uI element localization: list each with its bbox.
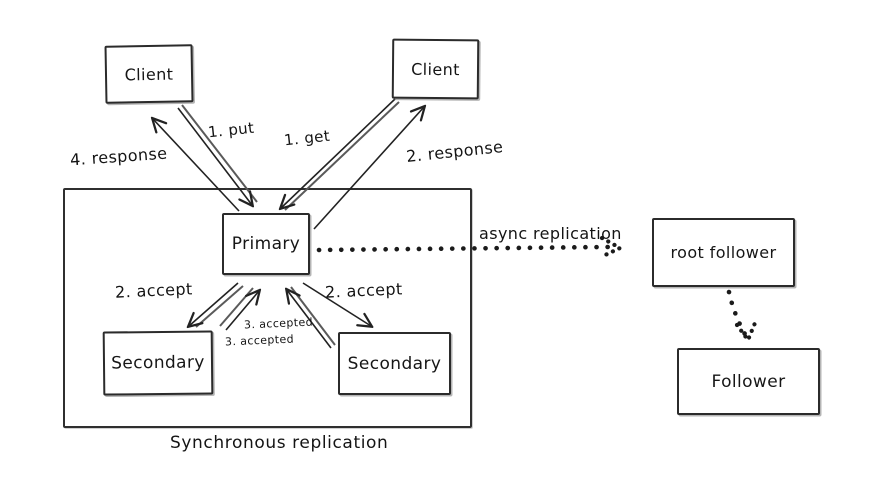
node-root-follower: root follower (652, 218, 795, 287)
edge-label-accept-left: 2. accept (114, 279, 194, 302)
node-follower: Follower (677, 348, 820, 415)
node-client-left: Client (104, 44, 194, 104)
node-secondary-left: Secondary (102, 330, 214, 396)
node-client-left-label: Client (124, 64, 174, 84)
node-primary: Primary (222, 213, 310, 275)
node-secondary-left-label: Secondary (111, 352, 205, 374)
arrow-response-right (313, 107, 424, 230)
arrow-put (177, 104, 258, 205)
node-secondary-right: Secondary (338, 332, 451, 395)
arrow-root-to-follower (726, 289, 758, 345)
arrow-async-replication (316, 235, 625, 260)
synchronous-replication-caption: Synchronous replication (170, 433, 389, 453)
arrow-accept-right (302, 282, 371, 326)
arrow-accept-left (189, 282, 244, 327)
node-follower-label: Follower (711, 371, 786, 392)
edge-label-async-replication: async replication (479, 224, 622, 243)
arrow-get (281, 98, 400, 211)
node-client-right: Client (391, 38, 480, 100)
arrow-accepted-left (219, 287, 259, 331)
arrow-response-left (153, 119, 240, 212)
node-root-follower-label: root follower (670, 243, 777, 262)
edge-label-accept-right: 2. accept (324, 279, 404, 302)
node-primary-label: Primary (231, 234, 301, 254)
synchronous-replication-group (63, 188, 472, 428)
arrow-accepted-right (287, 286, 336, 349)
node-client-right-label: Client (411, 59, 460, 79)
node-secondary-right-label: Secondary (347, 353, 442, 374)
